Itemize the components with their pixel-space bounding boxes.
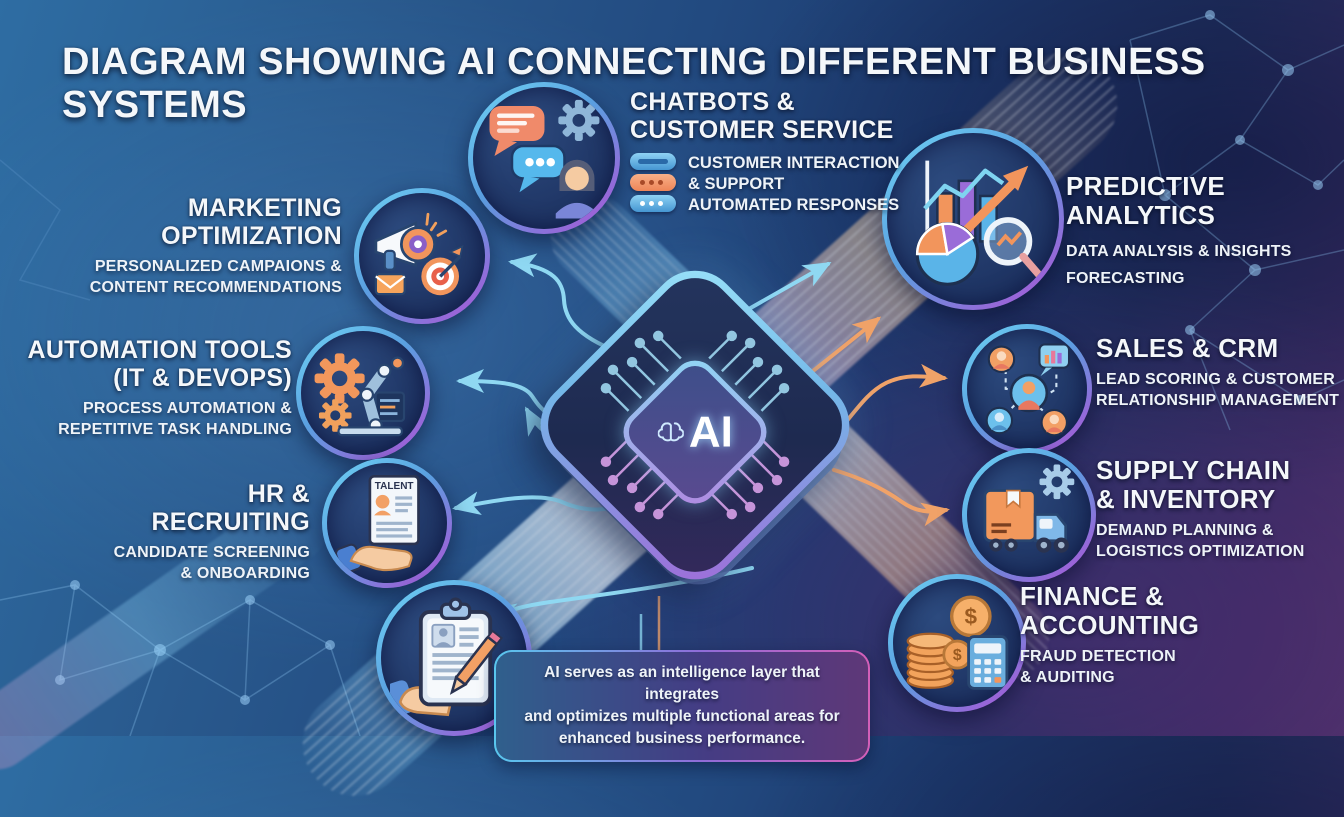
node-chatbots: CHATBOTS & CUSTOMER SERVICE CUSTOMER INT… (630, 88, 930, 216)
node-supply: SUPPLY CHAIN & INVENTORY DEMAND PLANNING… (1096, 455, 1340, 563)
chatbots-bullet-1: CUSTOMER INTERACTION & SUPPORT (688, 154, 900, 193)
node-finance: FINANCE & ACCOUNTING FRAUD DETECTION & A… (1020, 581, 1250, 689)
arrow-to-marketing (508, 253, 620, 354)
chat-pill-icons (630, 153, 676, 212)
sales-title: SALES & CRM (1096, 333, 1279, 363)
constellation-background (0, 10, 1344, 736)
marketing-icon (354, 188, 490, 324)
finance-icon: $ $ (888, 574, 1026, 712)
caption-box: AI serves as an intelligence layer that … (494, 650, 870, 762)
automation-icon (296, 326, 430, 460)
chat-bubble-icon (630, 153, 676, 170)
chatbots-title: CHATBOTS & CUSTOMER SERVICE (630, 88, 894, 144)
ai-chip-label: AI (688, 407, 733, 457)
predictive-line-2: FORECASTING (1066, 270, 1185, 288)
brain-icon (657, 422, 684, 441)
predictive-line-1: DATA ANALYSIS & INSIGHTS (1066, 243, 1292, 261)
dollar-sign-small: $ (953, 647, 962, 664)
supply-chain-icon (962, 448, 1096, 582)
ai-chip-core: AI (614, 351, 776, 513)
finance-subtitle: FRAUD DETECTION & AUDITING (1020, 648, 1176, 687)
sales-crm-icon (962, 324, 1092, 454)
automation-title: AUTOMATION TOOLS (IT & DEVOPS) (27, 336, 292, 392)
caption-text: AI serves as an intelligence layer that … (524, 664, 840, 747)
marketing-subtitle: PERSONALIZED CAMPAIONS & CONTENT RECOMME… (89, 258, 342, 296)
page-title: DIAGRAM SHOWING AI CONNECTING DIFFERENT … (62, 41, 1206, 127)
hr-subtitle: CANDIDATE SCREENING & ONBOARDING (113, 544, 310, 582)
predictive-title: PREDICTIVE ANALYTICS (1066, 171, 1226, 231)
marketing-title: MARKETING OPTIMIZATION (161, 194, 342, 250)
node-marketing: MARKETING OPTIMIZATION PERSONALIZED CAMP… (56, 194, 342, 299)
arrow-to-predictive-cyan (738, 262, 832, 316)
predictive-analytics-icon (882, 128, 1064, 310)
hr-icon: TALENT (322, 458, 452, 588)
talent-label: TALENT (375, 481, 415, 492)
automation-subtitle: PROCESS AUTOMATION & REPETITIVE TASK HAN… (58, 400, 292, 438)
arrow-to-sales (834, 363, 948, 436)
finance-title: FINANCE & ACCOUNTING (1020, 581, 1200, 641)
dollar-sign: $ (964, 604, 977, 629)
supply-title: SUPPLY CHAIN & INVENTORY (1096, 455, 1291, 515)
ai-chip-body: AI (522, 252, 868, 598)
node-sales: SALES & CRM LEAD SCORING & CUSTOMER RELA… (1096, 333, 1340, 412)
arrow-to-supply (832, 468, 950, 527)
sales-subtitle: LEAD SCORING & CUSTOMER RELATIONSHIP MAN… (1096, 371, 1340, 409)
node-automation: AUTOMATION TOOLS (IT & DEVOPS) PROCESS A… (26, 336, 292, 441)
chatbots-icon (468, 82, 620, 234)
chat-bubble-icon (630, 174, 676, 191)
hr-title: HR & RECRUITING (151, 480, 310, 536)
node-hr: HR & RECRUITING CANDIDATE SCREENING & ON… (90, 480, 310, 585)
supply-subtitle: DEMAND PLANNING & LOGISTICS OPTIMIZATION (1096, 522, 1305, 561)
chat-bubble-icon (630, 195, 676, 212)
circuit-traces (600, 330, 790, 520)
chatbots-bullet-2: AUTOMATED RESPONSES (688, 195, 900, 214)
node-predictive: PREDICTIVE ANALYTICS DATA ANALYSIS & INS… (1066, 171, 1336, 290)
